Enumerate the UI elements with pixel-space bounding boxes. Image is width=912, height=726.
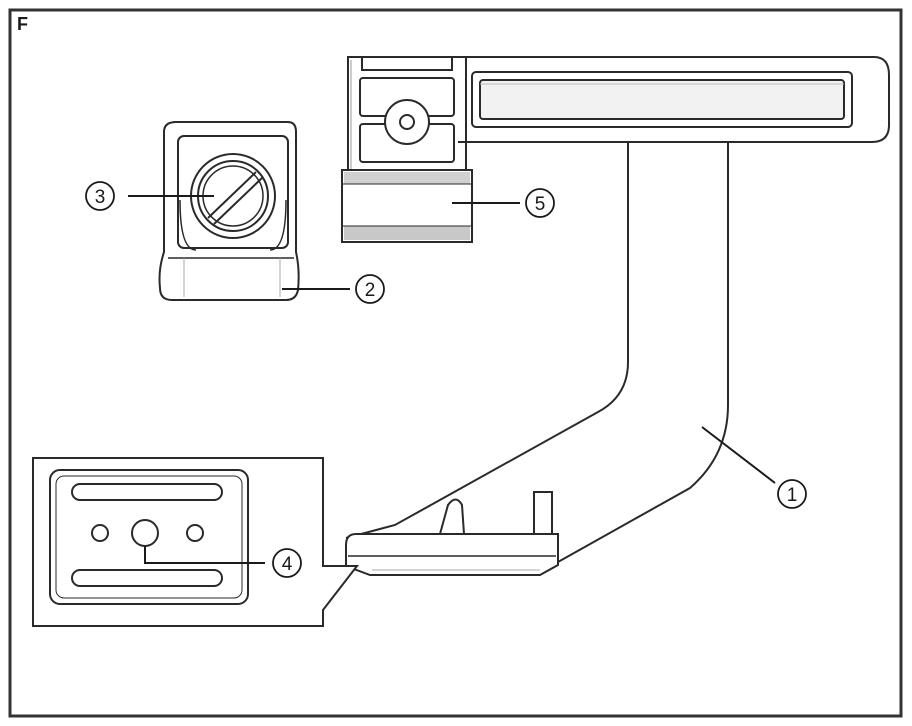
leader-1 [701, 426, 776, 484]
leader-4 [144, 546, 265, 564]
mount-head [347, 56, 467, 174]
callout-5-label: 5 [535, 194, 546, 215]
inset-detail [32, 457, 360, 627]
bracket-foot [345, 491, 559, 576]
part-5-block [341, 169, 473, 243]
callout-3: 3 [85, 181, 115, 211]
callout-2: 2 [355, 274, 385, 304]
top-rail [458, 56, 890, 143]
callout-3-label: 3 [95, 187, 106, 208]
figure-label: F [17, 14, 28, 34]
callout-4-label: 4 [282, 554, 293, 575]
callout-2-label: 2 [365, 280, 376, 301]
part-2-clamp [158, 121, 300, 301]
callout-4: 4 [272, 548, 302, 578]
callout-1: 1 [777, 479, 807, 509]
callout-5: 5 [525, 188, 555, 218]
figure-frame [8, 8, 903, 718]
leader-lines [128, 195, 776, 564]
callout-1-label: 1 [787, 485, 798, 506]
